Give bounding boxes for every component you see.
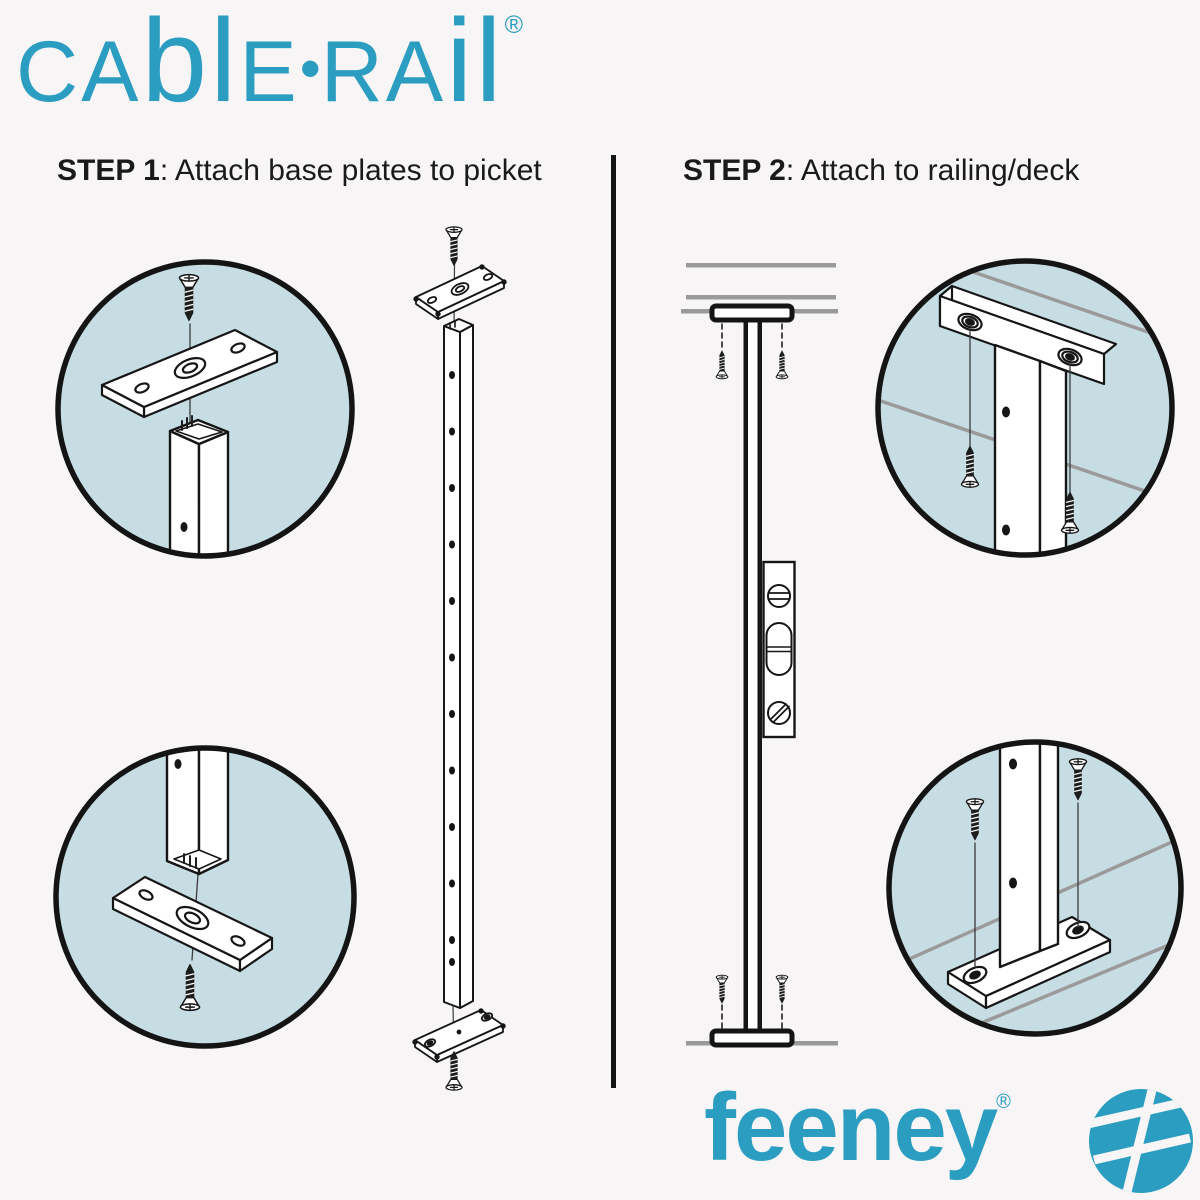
step1-heading: STEP 1: Attach base plates to picket: [57, 154, 542, 188]
callout-circle-border: [55, 259, 355, 559]
step1-bottom-detail-callout: [58, 750, 352, 1044]
post-detail: [993, 343, 1068, 553]
step1-top-detail-callout: [60, 264, 350, 554]
picket-cable-holes: [449, 371, 455, 966]
base-plate-detail: [111, 875, 274, 973]
step2-top-detail-callout: [880, 263, 1170, 553]
base-plate-detail: [100, 328, 279, 419]
logo-segment: bl: [141, 0, 240, 127]
callout-background: [58, 750, 352, 1044]
bottom-base-plate: [412, 1008, 506, 1063]
step2-heading: STEP 2: Attach to railing/deck: [683, 154, 1079, 188]
logo-segment: E: [239, 24, 300, 120]
picket-top-detail: [168, 415, 230, 554]
flat-head-screw-icon: [775, 974, 789, 1004]
step1-illustration: [53, 226, 507, 1091]
screw-guides: [721, 323, 783, 1031]
callout-circle-border: [875, 258, 1175, 558]
registered-trademark: ®: [504, 11, 524, 39]
flat-head-screw-icon: [445, 226, 463, 267]
callout-circle-border: [53, 745, 357, 1049]
flat-head-screw-icon: [715, 350, 729, 380]
feeney-wordmark: feeney: [704, 1074, 998, 1181]
bottom-base-plate: [709, 1028, 795, 1048]
cable-tensioner: [762, 560, 796, 739]
picket: [443, 318, 474, 1009]
step1-label: STEP 1: [57, 154, 160, 187]
logo-segment: il: [446, 0, 505, 127]
logo-segment: RA: [320, 24, 447, 120]
step1-picket-assembly-drawing: [412, 226, 507, 1091]
base-plate-detail: [938, 284, 1118, 386]
cablerail-logo: CAblE•RAil®: [16, 2, 523, 120]
step2-bottom-detail-callout: [891, 744, 1179, 1032]
step2-label: STEP 2: [683, 154, 786, 187]
top-base-plate: [413, 264, 507, 320]
feeney-f-circle-icon: [1089, 1089, 1193, 1193]
top-base-plate: [709, 303, 795, 323]
logo-segment: CA: [16, 24, 142, 120]
callout-circle-border: [886, 739, 1184, 1037]
feeney-logo: feeney®: [704, 1080, 1011, 1176]
logo-dot: •: [299, 35, 321, 102]
callout-background: [60, 264, 350, 554]
post-detail: [998, 744, 1060, 969]
step2-description: : Attach to railing/deck: [785, 154, 1080, 187]
flat-head-screw-icon: [715, 974, 729, 1004]
column-divider: [611, 155, 616, 1088]
post: [743, 318, 762, 1032]
step2-illustration: [681, 258, 1184, 1048]
registered-trademark: ®: [996, 1091, 1011, 1113]
step1-description: : Attach base plates to picket: [159, 154, 542, 187]
flat-head-screw-icon: [775, 350, 789, 380]
picket-bottom-detail: [165, 750, 230, 876]
